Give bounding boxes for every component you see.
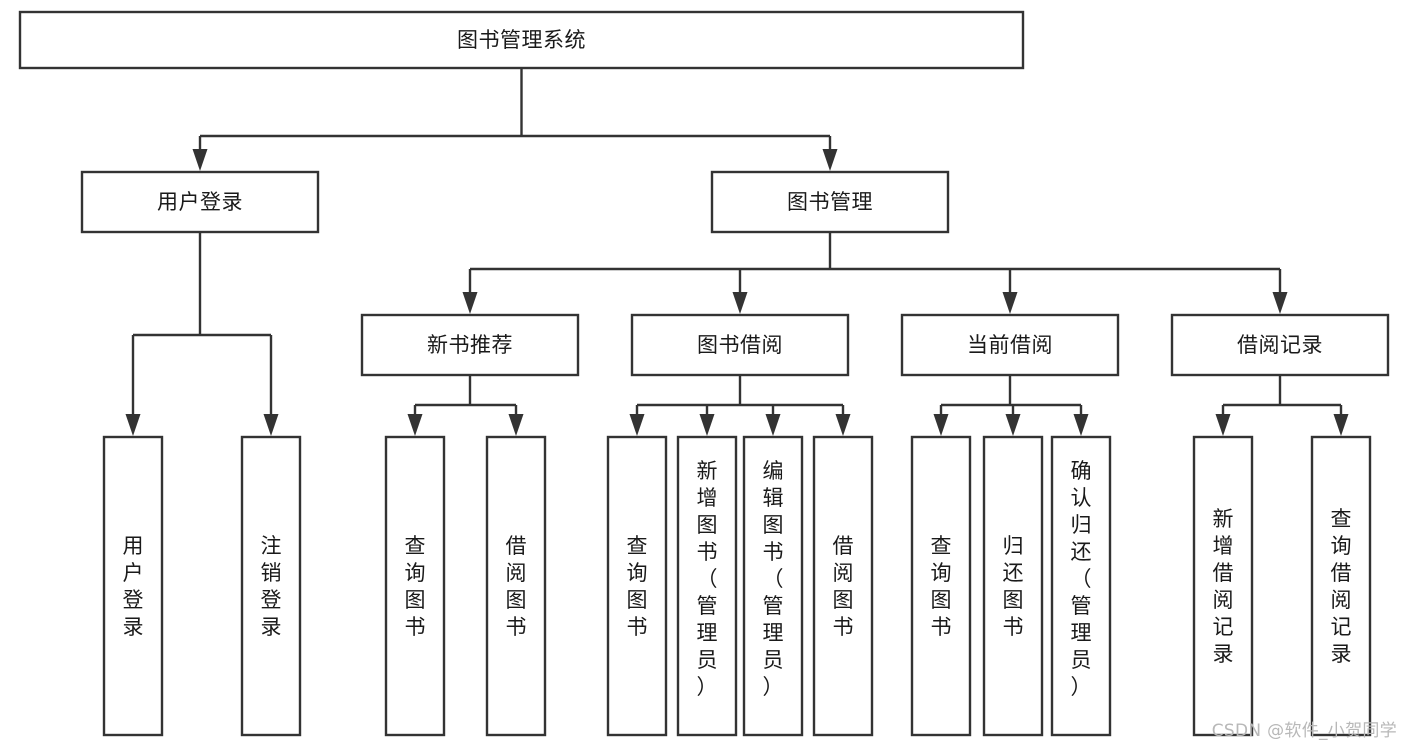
arrow-head-icon xyxy=(835,414,851,436)
node-leaf-add-book[interactable]: 新增图书（管理员） xyxy=(676,435,738,737)
node-label: 归还图书 xyxy=(1003,534,1024,639)
arrow-head-icon xyxy=(933,414,949,436)
node-box xyxy=(910,435,972,737)
arrow-head-icon xyxy=(732,292,748,314)
node-label: 新书推荐 xyxy=(427,333,513,357)
arrow-head-icon xyxy=(1073,414,1089,436)
arrow-head-icon xyxy=(765,414,781,436)
node-book-manage[interactable]: 图书管理 xyxy=(710,170,950,234)
arrow-head-icon xyxy=(508,414,524,436)
node-box xyxy=(1170,313,1390,377)
node-borrow-record[interactable]: 借阅记录 xyxy=(1170,313,1390,377)
node-box xyxy=(630,313,850,377)
connector-layer xyxy=(125,68,1349,436)
node-leaf-add-record[interactable]: 新增借阅记录 xyxy=(1192,435,1254,737)
arrow-head-icon xyxy=(822,149,838,171)
node-leaf-return-book[interactable]: 归还图书 xyxy=(982,435,1044,737)
node-leaf-logout[interactable]: 注销登录 xyxy=(240,435,302,737)
node-box xyxy=(18,10,1025,70)
node-label: 新增借阅记录 xyxy=(1213,507,1234,666)
node-new-book-rec[interactable]: 新书推荐 xyxy=(360,313,580,377)
arrow-head-icon xyxy=(407,414,423,436)
node-label: 新增图书（管理员） xyxy=(697,459,718,699)
node-box xyxy=(384,435,446,737)
node-box xyxy=(1310,435,1372,737)
node-box xyxy=(982,435,1044,737)
node-label: 确认归还（管理员） xyxy=(1071,459,1092,699)
node-label: 查询图书 xyxy=(405,534,426,639)
node-label: 注销登录 xyxy=(261,534,282,639)
arrow-head-icon xyxy=(1272,292,1288,314)
node-label: 图书借阅 xyxy=(697,333,783,357)
node-leaf-query-book-2[interactable]: 查询图书 xyxy=(606,435,668,737)
arrow-head-icon xyxy=(462,292,478,314)
arrow-head-icon xyxy=(192,149,208,171)
node-label: 用户登录 xyxy=(123,534,144,639)
arrow-head-icon xyxy=(1333,414,1349,436)
node-label: 编辑图书（管理员） xyxy=(763,459,784,699)
arrow-head-icon xyxy=(125,414,141,436)
node-box xyxy=(1050,435,1112,737)
node-box xyxy=(485,435,547,737)
node-box xyxy=(360,313,580,377)
arrow-head-icon xyxy=(263,414,279,436)
node-box xyxy=(710,170,950,234)
node-box xyxy=(1192,435,1254,737)
node-leaf-query-record[interactable]: 查询借阅记录 xyxy=(1310,435,1372,737)
node-label: 查询借阅记录 xyxy=(1331,507,1352,666)
node-box xyxy=(606,435,668,737)
node-box xyxy=(676,435,738,737)
arrow-head-icon xyxy=(699,414,715,436)
node-label: 借阅图书 xyxy=(833,534,854,639)
node-root[interactable]: 图书管理系统 xyxy=(18,10,1025,70)
node-layer: 图书管理系统用户登录图书管理新书推荐图书借阅当前借阅借阅记录用户登录注销登录查询… xyxy=(18,10,1390,737)
node-label: 用户登录 xyxy=(157,190,243,214)
node-label: 查询图书 xyxy=(931,534,952,639)
node-leaf-query-book-1[interactable]: 查询图书 xyxy=(384,435,446,737)
node-leaf-user-login[interactable]: 用户登录 xyxy=(102,435,164,737)
node-box xyxy=(240,435,302,737)
node-label: 借阅图书 xyxy=(506,534,527,639)
node-book-borrow[interactable]: 图书借阅 xyxy=(630,313,850,377)
node-box xyxy=(80,170,320,234)
node-current-borrow[interactable]: 当前借阅 xyxy=(900,313,1120,377)
node-leaf-borrow-book-2[interactable]: 借阅图书 xyxy=(812,435,874,737)
node-box xyxy=(812,435,874,737)
node-label: 当前借阅 xyxy=(967,333,1053,357)
arrow-head-icon xyxy=(1005,414,1021,436)
arrow-head-icon xyxy=(629,414,645,436)
node-label: 图书管理 xyxy=(787,190,873,214)
node-box xyxy=(742,435,804,737)
node-label: 查询图书 xyxy=(627,534,648,639)
node-label: 图书管理系统 xyxy=(457,28,586,52)
node-leaf-borrow-book-1[interactable]: 借阅图书 xyxy=(485,435,547,737)
node-box xyxy=(102,435,164,737)
node-leaf-edit-book[interactable]: 编辑图书（管理员） xyxy=(742,435,804,737)
arrow-head-icon xyxy=(1002,292,1018,314)
node-leaf-query-book-3[interactable]: 查询图书 xyxy=(910,435,972,737)
arrow-head-icon xyxy=(1215,414,1231,436)
node-leaf-confirm-return[interactable]: 确认归还（管理员） xyxy=(1050,435,1112,737)
node-label: 借阅记录 xyxy=(1237,333,1323,357)
node-box xyxy=(900,313,1120,377)
node-user-login[interactable]: 用户登录 xyxy=(80,170,320,234)
